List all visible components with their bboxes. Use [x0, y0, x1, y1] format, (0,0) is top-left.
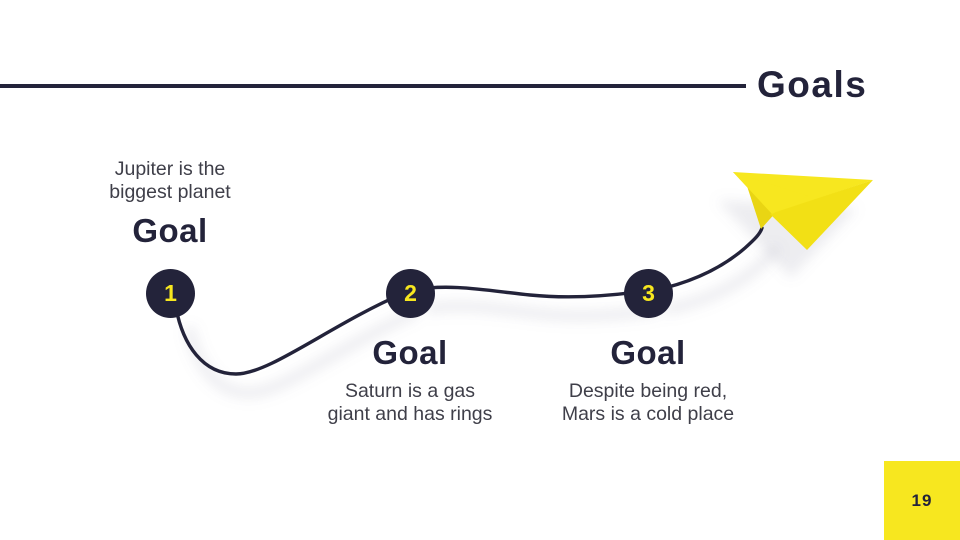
- milestone-node-2: 2: [386, 269, 435, 318]
- milestone-node-1: 1: [146, 269, 195, 318]
- paper-plane-icon: [733, 172, 873, 250]
- goal-2-description: Saturn is a gas giant and has rings: [327, 380, 493, 425]
- goal-3-description: Despite being red, Mars is a cold place: [561, 380, 735, 425]
- page-number: 19: [911, 490, 933, 510]
- timeline-path: [174, 226, 764, 376]
- goal-1-heading: Goal: [132, 212, 208, 249]
- goal-3-heading: Goal: [610, 334, 686, 371]
- slide-title: Goals: [757, 64, 868, 105]
- milestone-number: 3: [642, 280, 655, 306]
- title-rule: [0, 84, 746, 88]
- goal-2-heading: Goal: [372, 334, 448, 371]
- milestone-number: 1: [164, 280, 177, 306]
- milestone-node-3: 3: [624, 269, 673, 318]
- page-number-badge: 19: [884, 461, 960, 540]
- goal-1-description: Jupiter is the biggest planet: [109, 158, 231, 203]
- milestone-number: 2: [404, 280, 417, 306]
